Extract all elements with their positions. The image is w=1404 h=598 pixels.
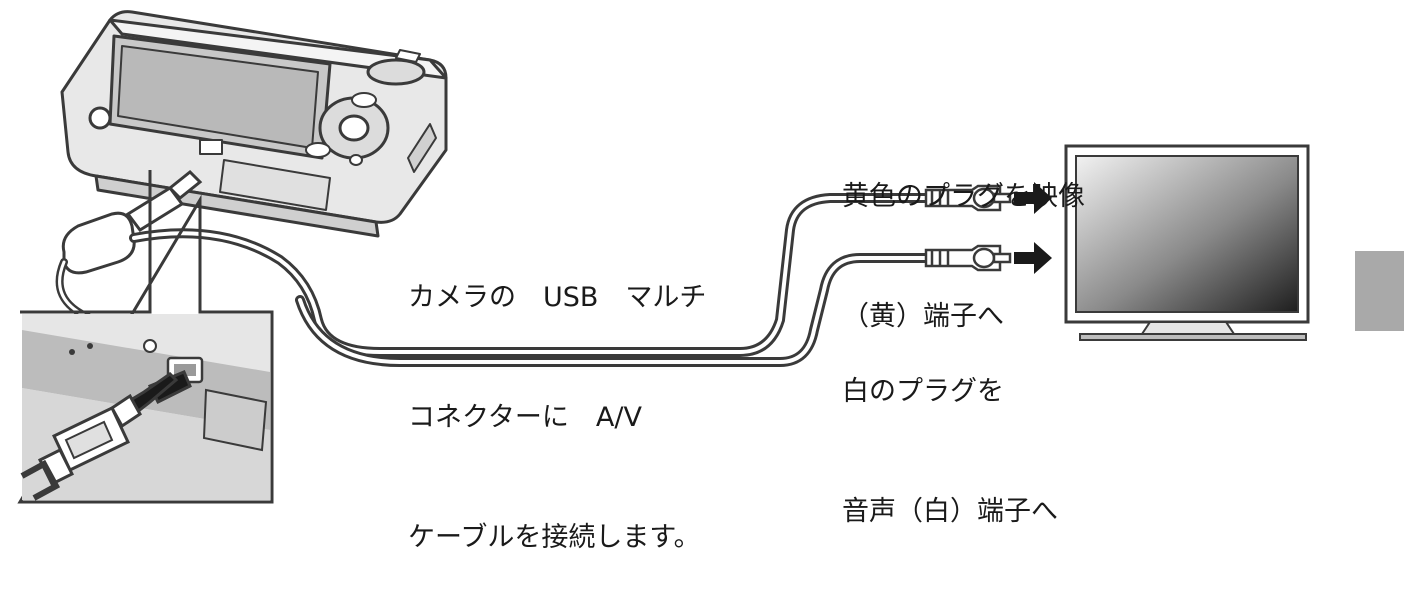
instruction-line: 白のプラグを [842, 376, 1004, 407]
connection-illustration [17, 10, 1310, 504]
white-plug-instruction: 白のプラグを 音声（白）端子へ [842, 292, 1058, 572]
av-cable-icon [55, 169, 935, 367]
camera-icon [60, 10, 448, 238]
instruction-line: コネクターに A/V [408, 402, 642, 433]
camera-connection-instruction: カメラの USB マルチ コネクターに A/V ケーブルを接続します。 [408, 198, 706, 598]
usb-plug-icon [20, 370, 192, 501]
instruction-line: ケーブルを接続します。 [408, 522, 701, 553]
instruction-line: カメラの USB マルチ [408, 282, 707, 313]
usb-detail-inset [17, 170, 274, 504]
yellow-plug-instruction: 黄色のプラグを映像 （黄）端子へ [842, 97, 1085, 377]
instruction-line: （黄）端子へ [842, 301, 1004, 332]
chapter-side-tab [1355, 251, 1404, 331]
tv-icon [1064, 144, 1310, 341]
instruction-line: 黄色のプラグを映像 [842, 181, 1085, 212]
rca-plug-icon [924, 184, 1012, 272]
instruction-line: 音声（白）端子へ [842, 496, 1058, 527]
arrow-right-icon [1014, 182, 1052, 274]
